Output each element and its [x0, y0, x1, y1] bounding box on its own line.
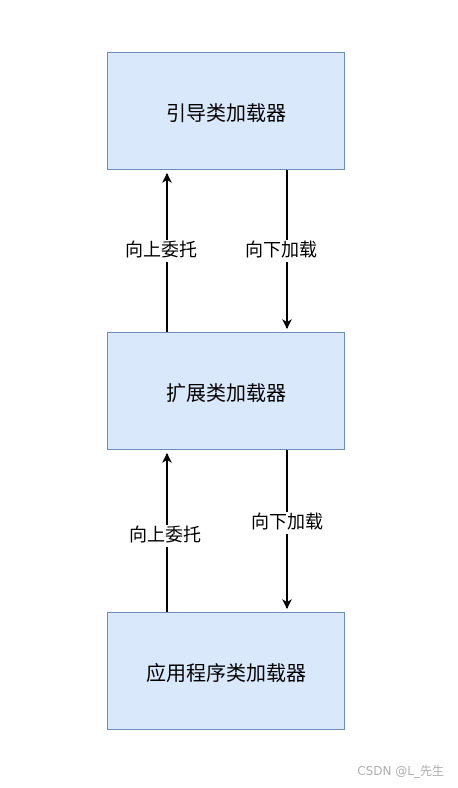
- edge-label-delegate-up-1: 向上委托: [123, 240, 199, 262]
- edge-label-load-down-1: 向下加载: [243, 240, 319, 262]
- edge-label-delegate-up-2: 向上委托: [127, 525, 203, 547]
- extension-classloader-node: 扩展类加载器: [107, 332, 345, 450]
- watermark: CSDN @L_先生: [357, 764, 444, 778]
- bootstrap-classloader-label: 引导类加载器: [166, 100, 286, 125]
- application-classloader-node: 应用程序类加载器: [107, 612, 345, 730]
- bootstrap-classloader-node: 引导类加载器: [107, 52, 345, 170]
- application-classloader-label: 应用程序类加载器: [146, 660, 306, 685]
- edge-label-load-down-2: 向下加载: [249, 512, 325, 534]
- extension-classloader-label: 扩展类加载器: [166, 380, 286, 405]
